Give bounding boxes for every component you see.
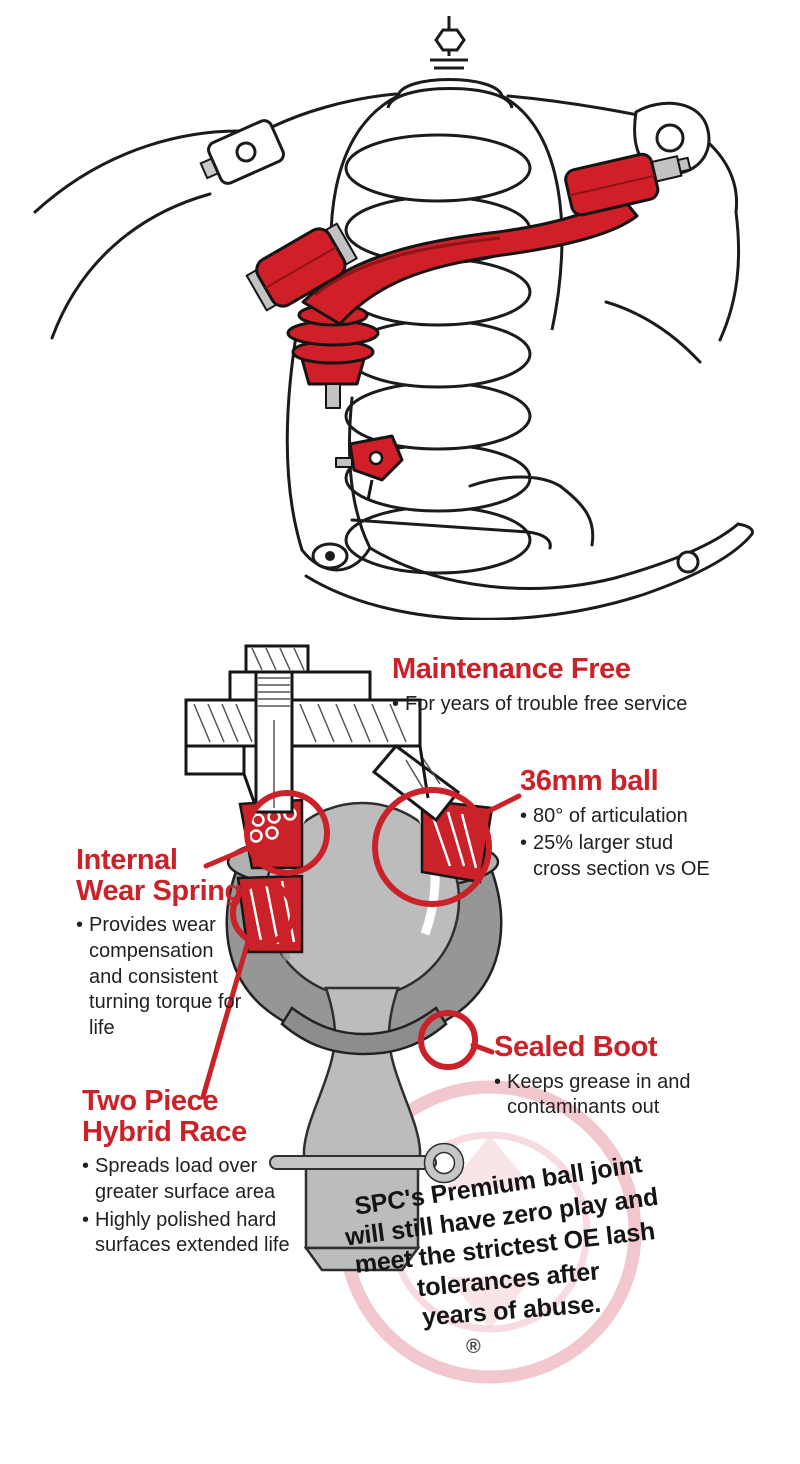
bullet-text: 25% larger stud cross section vs OE	[533, 832, 710, 880]
suspension-illustration	[33, 16, 754, 620]
bullet-text: For years of trouble free service	[405, 692, 688, 715]
bullet-marker: •	[76, 914, 84, 937]
bullet-marker: •	[82, 1155, 90, 1178]
lower-control-arm	[304, 475, 754, 620]
stabilizer-link	[335, 434, 404, 501]
bullet-text: Highly polished hard surfaces extended l…	[95, 1208, 290, 1257]
callout-title-sealed-boot: Sealed Boot	[494, 1031, 658, 1063]
bullet-marker: •	[520, 832, 528, 855]
callout-line-internal-wear-spring	[203, 844, 254, 869]
frame-tab-bracket	[199, 119, 285, 185]
bullet-item: • 25% larger stud cross section vs OE	[520, 831, 725, 882]
wear-spring-coils	[249, 807, 297, 843]
cotter-pin	[269, 1142, 465, 1184]
callout-title-36mm-ball: 36mm ball	[520, 765, 659, 797]
callout-circle-hybrid-race	[230, 880, 296, 946]
callout-circle-internal-wear-spring	[244, 790, 330, 876]
top-bracket	[184, 644, 461, 823]
callout-circle-sealed-boot	[418, 1010, 478, 1070]
callout-36mm-ball: 36mm ball • 80° of articulation • 25% la…	[520, 766, 725, 883]
bullet-item: • Spreads load over greater surface area	[82, 1154, 290, 1205]
ball-joint-cutaway-illustration	[184, 644, 642, 1384]
vehicle-body-outline	[33, 92, 741, 364]
callout-sealed-boot: Sealed Boot • Keeps grease in and contam…	[494, 1032, 709, 1121]
bullet-item: • Highly polished hard surfaces extended…	[82, 1208, 290, 1259]
callout-title-internal-wear-spring: Internal Wear Spring	[76, 844, 242, 907]
callout-marks	[200, 787, 522, 1100]
upper-control-arm	[245, 152, 692, 501]
boot-front-band	[280, 1006, 448, 1056]
steering-knuckle	[285, 334, 552, 572]
callout-circle-36mm-ball	[372, 787, 492, 907]
bullet-marker: •	[82, 1208, 90, 1231]
callout-title-maintenance-free: Maintenance Free	[392, 653, 631, 685]
callout-internal-wear-spring: Internal Wear Spring • Provides wear com…	[76, 845, 248, 1041]
bullet-text: Spreads load over greater surface area	[95, 1155, 276, 1204]
bullet-text: Keeps grease in and contaminants out	[507, 1070, 691, 1119]
bullet-item: • 80° of articulation	[520, 804, 725, 830]
bullet-text: 80° of articulation	[533, 804, 688, 827]
callout-line-hybrid-race	[200, 935, 252, 1100]
callout-maintenance-free: Maintenance Free • For years of trouble …	[392, 654, 722, 717]
bullet-marker: •	[520, 804, 528, 827]
shock-stem	[430, 16, 468, 70]
control-arm-bushing-left	[245, 222, 358, 312]
callout-line-36mm-ball	[468, 793, 522, 823]
registered-trademark: ®	[466, 1336, 481, 1358]
bullet-item: • Keeps grease in and contaminants out	[494, 1070, 709, 1121]
callout-title-two-piece-hybrid-race: Two Piece Hybrid Race	[82, 1085, 247, 1148]
callout-line-sealed-boot	[470, 1042, 495, 1055]
bullet-text: Provides wear compensation and consisten…	[89, 914, 242, 1039]
bullet-item: • Provides wear compensation and consist…	[76, 913, 248, 1041]
control-arm-bushing-right	[564, 152, 692, 217]
bullet-marker: •	[392, 692, 400, 715]
bullet-marker: •	[494, 1070, 502, 1093]
bullet-item: • For years of trouble free service	[392, 692, 722, 718]
callout-two-piece-hybrid-race: Two Piece Hybrid Race • Spreads load ove…	[82, 1086, 290, 1259]
